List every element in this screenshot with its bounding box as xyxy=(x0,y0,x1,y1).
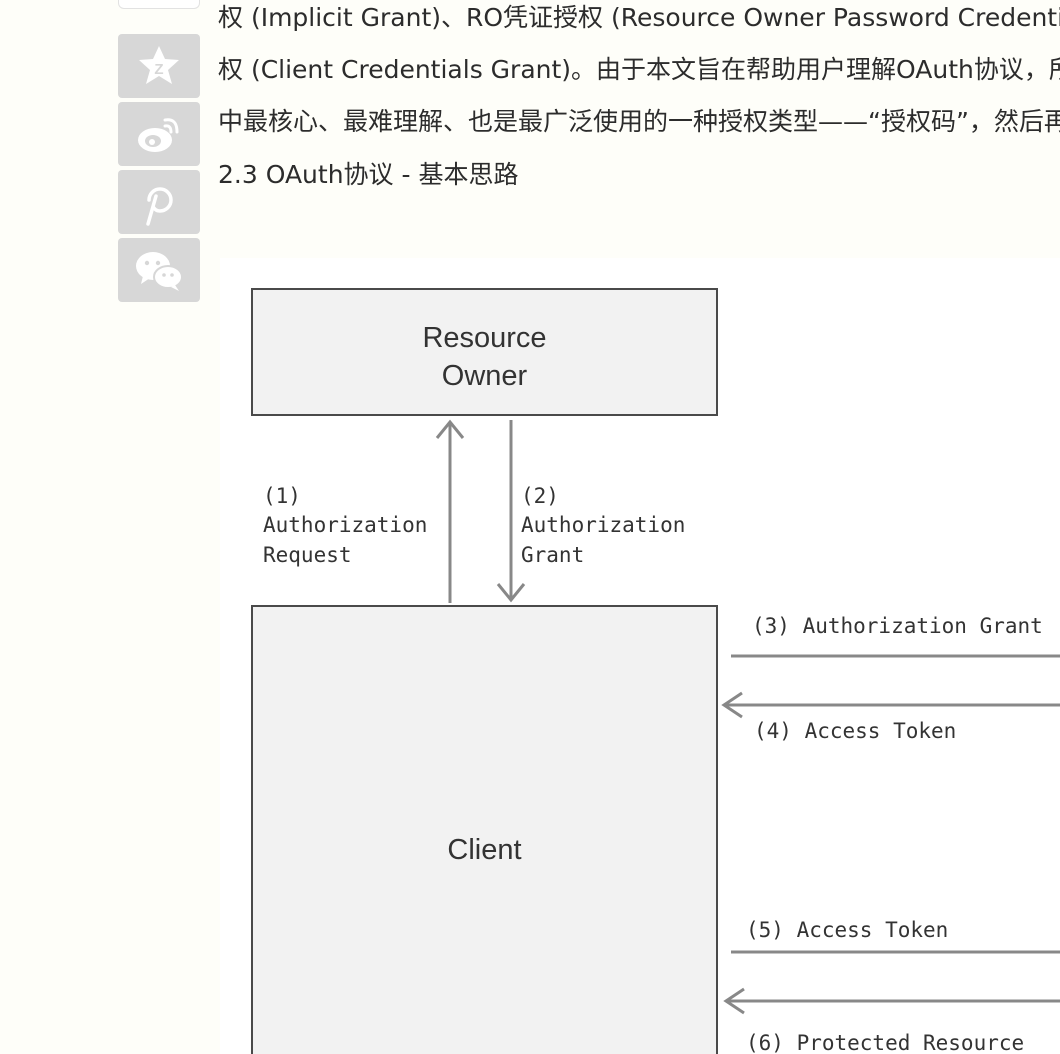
share-button-partial[interactable] xyxy=(118,0,200,9)
step2-label-line2: Grant xyxy=(521,543,585,567)
step2-label-line1: Authorization xyxy=(521,513,686,537)
client-label: Client xyxy=(447,834,522,866)
step6-label: (6) Protected Resource xyxy=(746,1031,1025,1054)
article-paragraph-line: 中最核心、最难理解、也是最广泛使用的一种授权类型——“授权码”，然后再介绍其它授… xyxy=(218,107,1060,136)
arrow-step4 xyxy=(721,691,1060,719)
svg-text:Z: Z xyxy=(154,61,163,78)
share-qzone-button[interactable]: Z xyxy=(118,34,200,98)
pinterest-icon xyxy=(146,187,173,226)
step1-label-line1: Authorization xyxy=(263,513,428,537)
qzone-star-icon: Z xyxy=(139,46,179,84)
section-heading: 2.3 OAuth协议 - 基本思路 xyxy=(218,160,519,189)
step2-number: (2) xyxy=(521,484,559,508)
share-wechat-button[interactable] xyxy=(118,238,200,302)
resource-owner-label-line1: Resource xyxy=(422,322,547,354)
article-paragraph-line: 权 (Implicit Grant)、RO凭证授权 (Resource Owne… xyxy=(218,3,1060,32)
arrow-authorization-grant xyxy=(496,420,526,603)
step1-number: (1) xyxy=(263,484,301,508)
resource-owner-label-line2: Owner xyxy=(441,360,528,392)
step5-label: (5) Access Token xyxy=(746,918,949,942)
article-paragraph-line: 权 (Client Credentials Grant)。由于本文旨在帮助用户理… xyxy=(218,55,1060,84)
step1-label-line2: Request xyxy=(263,543,352,567)
resource-owner-box: Resource Owner xyxy=(251,288,718,416)
arrow-step6 xyxy=(723,987,1060,1015)
step3-label: (3) Authorization Grant xyxy=(752,614,1043,638)
wechat-icon xyxy=(136,252,183,291)
share-pinterest-button[interactable] xyxy=(118,170,200,234)
arrow-authorization-request xyxy=(435,419,465,603)
weibo-icon xyxy=(138,118,179,152)
step4-label: (4) Access Token xyxy=(754,719,957,743)
client-box: Client xyxy=(251,605,718,1054)
share-weibo-button[interactable] xyxy=(118,102,200,166)
